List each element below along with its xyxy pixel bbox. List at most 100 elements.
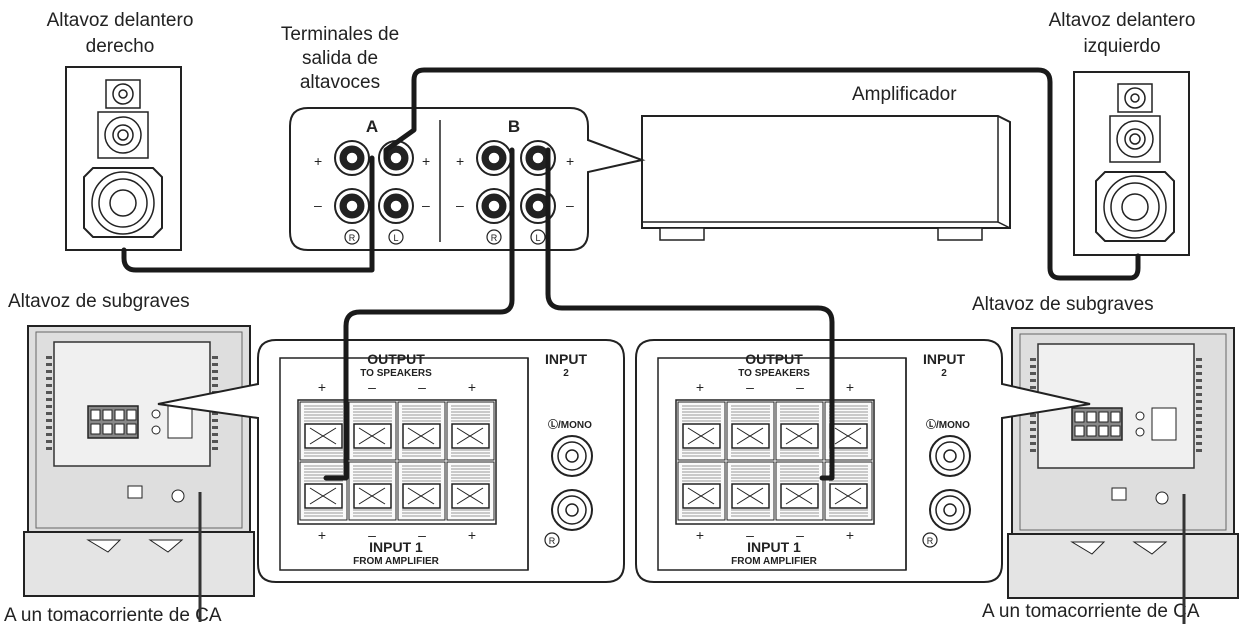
binding-post-hole-1 (389, 151, 403, 165)
sub-vent-r-2 (1196, 372, 1202, 375)
sub-base (23, 531, 255, 597)
amp-a-plus-left: + (314, 153, 322, 169)
terminals-label-3: altavoces (300, 72, 380, 93)
sub-mini-term-b-3 (1110, 425, 1121, 437)
sub-vent-r-9 (212, 419, 218, 422)
output-label: OUTPUT (367, 351, 425, 367)
amp-a-minus-left: – (314, 197, 322, 213)
sub-vent-9 (1030, 421, 1036, 424)
sub-mini-term-1 (1086, 411, 1097, 423)
sub-vent-r-1 (1196, 365, 1202, 368)
to-speakers-label: TO SPEAKERS (360, 368, 432, 379)
sub-vent-2 (46, 370, 52, 373)
amp-b-minus-left: – (456, 197, 464, 213)
terminal-clip-mark-1-3 (834, 487, 862, 505)
sub-vent-8 (1030, 414, 1036, 417)
sub-mini-term-3 (126, 409, 137, 421)
top-polarity-2: – (418, 379, 426, 395)
sub-mini-term-2 (1098, 411, 1109, 423)
sub-cabinet-inset (1019, 333, 1227, 531)
terminals-label-1: Terminales de (281, 24, 399, 45)
sub-power-jack (171, 489, 185, 503)
sub-vent-r-0 (212, 356, 218, 359)
bottom-polarity-3: + (468, 527, 476, 543)
sub-mini-term-1 (102, 409, 113, 421)
ac-right-label: A un tomacorriente de CA (982, 601, 1200, 622)
sub-vent-r-7 (1196, 407, 1202, 410)
sub-vent-6 (46, 398, 52, 401)
terminal-clip-mark-1-1 (358, 487, 386, 505)
sub-right-label: Altavoz de subgraves (972, 294, 1154, 315)
sub-base (1007, 533, 1239, 599)
bottom-polarity-0: + (696, 527, 704, 543)
front-left-label-2: izquierdo (1083, 36, 1160, 57)
sub-mini-rca-2 (151, 425, 161, 435)
cable-b-right-to-sub-left (323, 147, 515, 481)
sub-mini-term-b-2 (114, 423, 125, 435)
sub-mini-term-b-3 (126, 423, 137, 435)
top-polarity-3: + (846, 379, 854, 395)
r-mark-ring (922, 532, 938, 548)
sub-mini-rca-2 (1135, 427, 1145, 437)
sub-vent-r-6 (1196, 400, 1202, 403)
sub-vent-4 (1030, 386, 1036, 389)
input2-number: 2 (941, 368, 947, 379)
sub-vent-0 (1030, 358, 1036, 361)
binding-post-hole-7 (531, 199, 545, 213)
terminal-clip-mark-0-1 (736, 427, 764, 445)
sub-mini-term-b-1 (102, 423, 113, 435)
cable-b-left-to-sub-right (545, 147, 835, 481)
sub-vent-12 (1030, 442, 1036, 445)
top-polarity-3: + (468, 379, 476, 395)
channel-mark-0: R (349, 233, 356, 243)
sub-vent-r-12 (1196, 442, 1202, 445)
sub-vent-r-3 (1196, 379, 1202, 382)
terminal-clip-mark-1-0 (687, 487, 715, 505)
speaker-cables (121, 67, 1141, 481)
sub-vent-r-3 (212, 377, 218, 380)
sub-vent-4 (46, 384, 52, 387)
front-left-label-1: Altavoz delantero (1049, 10, 1196, 31)
sub-foot-right (1132, 541, 1168, 555)
bottom-polarity-2: – (418, 527, 426, 543)
input1-label: INPUT 1 (747, 539, 801, 555)
terminal-clip-mark-0-2 (785, 427, 813, 445)
subwoofer-right (1007, 327, 1239, 624)
sub-vent-r-2 (212, 370, 218, 373)
lmono-label: Ⓛ/MONO (926, 418, 970, 431)
r-mark: R (549, 536, 556, 546)
sub-mini-term-b-1 (1086, 425, 1097, 437)
bottom-polarity-1: – (368, 527, 376, 543)
sub-mini-term-b-0 (90, 423, 101, 435)
top-polarity-0: + (318, 379, 326, 395)
binding-post-hole-2 (345, 199, 359, 213)
channel-mark-1: L (393, 233, 398, 243)
section-a-label: A (366, 117, 378, 136)
sub-vent-r-12 (212, 440, 218, 443)
sub-mini-switch (1151, 407, 1177, 441)
r-mark: R (927, 536, 934, 546)
terminal-clip-mark-0-0 (687, 427, 715, 445)
terminal-clip-mark-0-1 (358, 427, 386, 445)
subwoofer-left (23, 325, 255, 622)
sub-vent-r-1 (212, 363, 218, 366)
binding-post-hole-5 (531, 151, 545, 165)
sub-vent-r-0 (1196, 358, 1202, 361)
amplifier-label: Amplificador (852, 84, 957, 105)
sub-vent-r-8 (1196, 414, 1202, 417)
top-polarity-0: + (696, 379, 704, 395)
r-mark-ring (544, 532, 560, 548)
bottom-polarity-3: + (846, 527, 854, 543)
bottom-polarity-0: + (318, 527, 326, 543)
sub-vent-r-8 (212, 412, 218, 415)
sub-vent-10 (46, 426, 52, 429)
sub-vent-r-10 (1196, 428, 1202, 431)
sub-cabinet-inset (35, 331, 243, 529)
sub-vent-13 (46, 447, 52, 450)
sub-vent-12 (46, 440, 52, 443)
